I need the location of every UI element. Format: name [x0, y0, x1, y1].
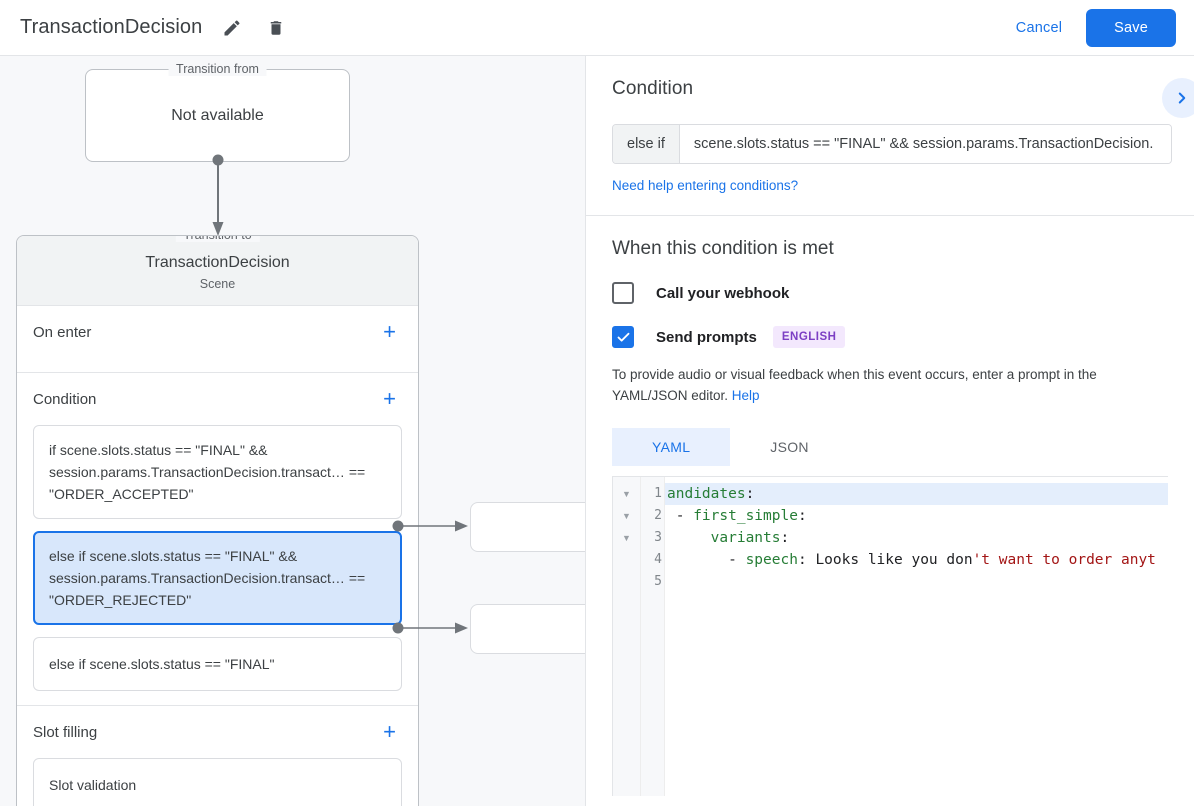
code-token: variants	[710, 530, 781, 546]
condition-card-selected[interactable]: else if scene.slots.status == "FINAL" &&…	[33, 531, 402, 625]
target-node-stub[interactable]	[470, 502, 585, 552]
code-line-number: 3	[654, 530, 662, 545]
cancel-button[interactable]: Cancel	[1002, 11, 1076, 45]
webhook-row: Call your webhook	[612, 282, 1168, 304]
panel-divider	[585, 56, 586, 806]
condition-edge-wire-selected	[392, 622, 468, 634]
transition-from-node[interactable]: Transition from Not available	[85, 62, 350, 162]
trash-icon[interactable]	[262, 14, 290, 42]
section-title-on-enter: On enter	[33, 323, 92, 341]
section-header-slot-filling: Slot filling +	[33, 706, 402, 758]
slot-validation-card[interactable]: Slot validation	[33, 758, 402, 806]
code-token: 't want to order anyt	[972, 552, 1156, 568]
condition-card[interactable]: if scene.slots.status == "FINAL" && sess…	[33, 425, 402, 519]
section-on-enter: On enter +	[17, 306, 418, 373]
transition-to-legend: Transition to	[175, 236, 260, 242]
section-header-on-enter: On enter +	[33, 306, 402, 358]
transition-to-node: Transition to TransactionDecision Scene …	[16, 235, 419, 806]
language-badge: ENGLISH	[772, 326, 846, 348]
section-title-slot-filling: Slot filling	[33, 723, 98, 741]
condition-card[interactable]: else if scene.slots.status == "FINAL"	[33, 637, 402, 691]
transition-connector-arrow	[212, 154, 224, 236]
edit-icon[interactable]	[218, 14, 246, 42]
code-fold-toggle[interactable]: ▼	[622, 489, 631, 499]
send-prompts-row: Send prompts ENGLISH	[612, 326, 1168, 348]
chevron-right-icon[interactable]	[1162, 78, 1194, 118]
call-webhook-label: Call your webhook	[656, 284, 790, 302]
code-token	[667, 530, 711, 546]
condition-detail-panel: Condition else if Need help entering con…	[586, 56, 1194, 806]
code-token: andidates	[667, 486, 746, 502]
target-node-stub[interactable]	[470, 604, 585, 654]
code-token: speech	[745, 552, 798, 568]
prompts-description-text: To provide audio or visual feedback when…	[612, 367, 1097, 403]
condition-expression-input[interactable]	[679, 125, 1171, 163]
scene-name: TransactionDecision	[145, 254, 290, 271]
code-token: first_simple	[693, 508, 798, 524]
code-fold-spacer	[613, 571, 640, 593]
condition-help-link[interactable]: Need help entering conditions?	[612, 178, 799, 193]
code-token: :	[797, 552, 816, 568]
section-header-condition: Condition +	[33, 373, 402, 425]
condition-prefix-label: else if	[613, 125, 680, 163]
save-button[interactable]: Save	[1086, 8, 1176, 47]
add-on-enter-button[interactable]: +	[383, 319, 396, 344]
call-webhook-checkbox[interactable]	[612, 282, 634, 304]
condition-editor-section: Condition else if Need help entering con…	[586, 56, 1194, 215]
code-token: :	[780, 530, 790, 546]
send-prompts-checkbox[interactable]	[612, 326, 634, 348]
condition-edge-wire	[392, 520, 468, 532]
code-line-number-gutter: 1 2 3 4 5	[641, 477, 665, 796]
add-condition-button[interactable]: +	[383, 386, 396, 411]
yaml-code-editor[interactable]: ▼ ▼ ▼ 1 2 3 4 5 andidates: - first_simple: var…	[612, 476, 1168, 796]
code-line-number: 4	[654, 552, 662, 567]
section-title-condition: Condition	[33, 390, 97, 408]
scene-graph-panel: Transition from Not available Transition…	[0, 56, 585, 806]
code-token: :	[797, 508, 807, 524]
transition-from-value: Not available	[171, 106, 264, 124]
code-fold-spacer	[613, 549, 640, 571]
code-token: :	[745, 486, 755, 502]
code-token: -	[667, 508, 694, 524]
code-token: -	[667, 552, 746, 568]
code-fold-toggle[interactable]: ▼	[622, 511, 631, 521]
when-condition-met-section: When this condition is met Call your web…	[586, 216, 1194, 796]
section-divider	[586, 215, 1194, 216]
code-line[interactable]: andidates:	[665, 483, 1168, 505]
section-condition: Condition + if scene.slots.status == "FI…	[17, 373, 418, 706]
prompts-description: To provide audio or visual feedback when…	[612, 364, 1168, 406]
add-slot-filling-button[interactable]: +	[383, 719, 396, 744]
code-fold-toggle[interactable]: ▼	[622, 533, 631, 543]
code-line[interactable]: - speech: Looks like you don't want to o…	[665, 549, 1168, 571]
editor-format-tabs: YAML JSON	[612, 428, 1168, 466]
code-fold-gutter[interactable]: ▼ ▼ ▼	[613, 477, 641, 796]
condition-input-row: else if	[612, 124, 1172, 164]
section-slot-filling: Slot filling + Slot validation	[17, 706, 418, 806]
code-content-area[interactable]: andidates: - first_simple: variants: - s…	[665, 477, 1168, 796]
when-condition-heading: When this condition is met	[612, 238, 834, 259]
scene-header[interactable]: TransactionDecision Scene	[17, 236, 418, 306]
condition-heading: Condition	[612, 78, 694, 99]
prompts-help-link[interactable]: Help	[731, 388, 760, 403]
code-line-number: 5	[654, 574, 662, 589]
tab-yaml[interactable]: YAML	[612, 428, 731, 466]
code-line[interactable]	[665, 571, 1168, 593]
page-title: TransactionDecision	[20, 16, 203, 38]
tab-json[interactable]: JSON	[770, 439, 809, 455]
code-token: Looks like you don	[815, 552, 973, 568]
transition-from-legend: Transition from	[168, 62, 267, 76]
scene-type: Scene	[199, 277, 236, 291]
send-prompts-label: Send prompts	[656, 328, 757, 346]
code-line-number: 2	[654, 508, 662, 523]
top-bar: TransactionDecision Cancel Save	[0, 0, 1194, 56]
code-line[interactable]: - first_simple:	[665, 505, 1168, 527]
code-line[interactable]: variants:	[665, 527, 1168, 549]
code-line-number: 1	[654, 486, 662, 501]
